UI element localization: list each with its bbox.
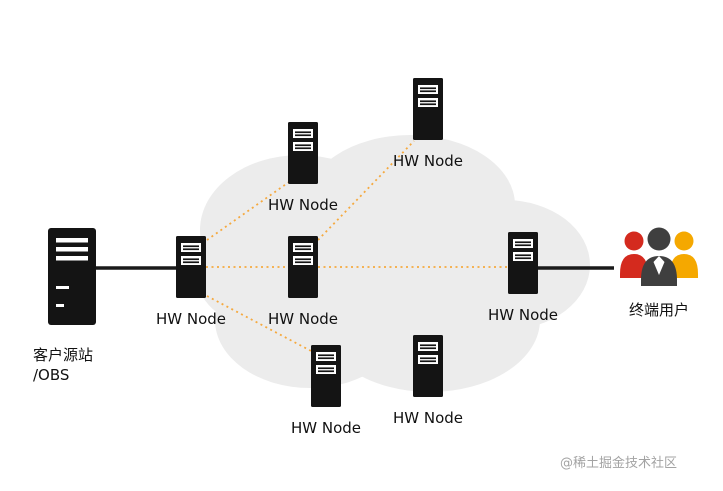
server-icon (508, 232, 538, 294)
origin-label-line1: 客户源站 (33, 346, 94, 364)
server-icon (176, 236, 206, 298)
hw-node-bottom-middle: HW Node (284, 345, 368, 437)
origin-label-line2: /OBS (33, 366, 70, 384)
server-icon (288, 236, 318, 298)
user-dark-icon (641, 227, 677, 286)
hw-node-label: HW Node (290, 419, 362, 437)
hw-node-center: HW Node (261, 236, 345, 328)
server-icon (311, 345, 341, 407)
edge-left-to-bottom-middle (206, 295, 314, 353)
hw-node-label: HW Node (392, 409, 464, 427)
origin-server: 客户源站 /OBS (33, 228, 153, 385)
server-icon (413, 335, 443, 397)
user-dark-shirt (653, 256, 665, 275)
edge-center-to-top-right (317, 140, 415, 241)
server-icon (413, 78, 443, 140)
server-icon (288, 122, 318, 184)
hw-node-label: HW Node (267, 196, 339, 214)
users-group-icon (620, 227, 698, 286)
hw-node-label: HW Node (487, 306, 559, 324)
origin-server-icon (48, 228, 96, 325)
user-red-icon (620, 231, 648, 278)
end-users: 终端用户 (612, 226, 706, 320)
hw-node-right: HW Node (481, 232, 565, 324)
hw-node-bottom-right: HW Node (386, 335, 470, 427)
hw-node-label: HW Node (392, 152, 464, 170)
edge-left-to-top-middle (206, 181, 290, 241)
hw-node-label: HW Node (267, 310, 339, 328)
hw-node-top-right: HW Node (386, 78, 470, 170)
hw-node-label: HW Node (155, 310, 227, 328)
hw-node-top-middle: HW Node (261, 122, 345, 214)
hw-node-left: HW Node (149, 236, 233, 328)
end-users-label: 终端用户 (628, 301, 689, 319)
origin-server-label: 客户源站 /OBS (33, 345, 153, 385)
user-orange-icon (670, 231, 698, 278)
watermark: @稀土掘金技术社区 (560, 456, 678, 471)
